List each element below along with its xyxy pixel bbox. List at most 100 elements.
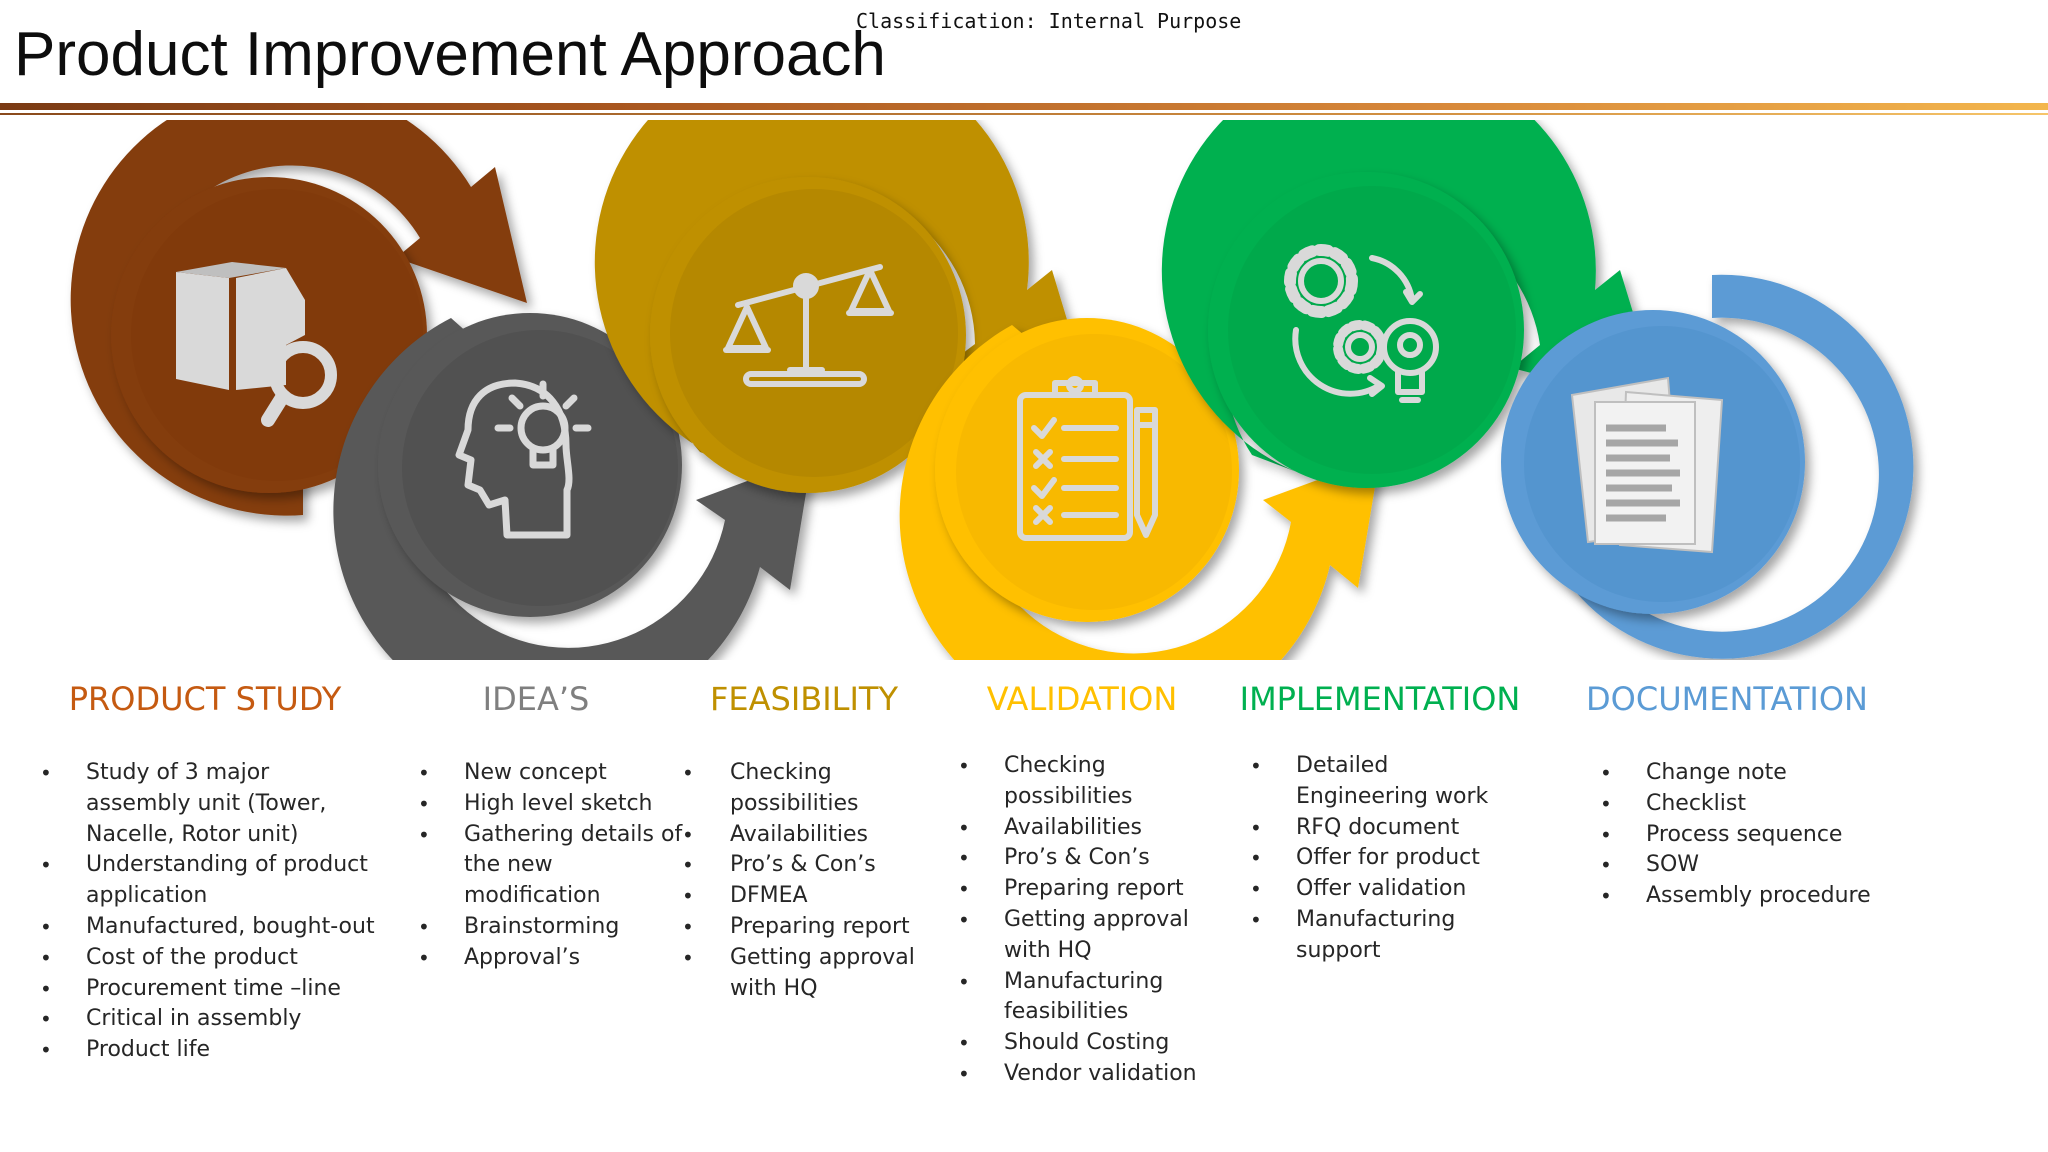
- list-item: •DFMEA: [682, 881, 960, 912]
- list-item-text: Pro’s & Con’s: [730, 852, 876, 878]
- page-title: Product Improvement Approach: [14, 20, 886, 89]
- list-item-text: Checking possibilities: [1004, 753, 1133, 809]
- list-item: • Pro’s & Con’s: [682, 850, 960, 881]
- list-item-text: Getting approval with HQ: [1004, 906, 1189, 963]
- bullet-icon: •: [40, 914, 52, 939]
- list-item: •Pro’s & Con’s: [958, 843, 1230, 874]
- list-item: • Checklist: [1600, 789, 1886, 820]
- process-flow-diagram: [70, 120, 1914, 660]
- bullet-icon: •: [40, 761, 52, 785]
- list-item-text: Understanding of product application: [86, 852, 368, 909]
- list-item-text: Manufacturing feasibilities: [1004, 968, 1164, 1025]
- stage-implementation-graphic: [1161, 120, 1662, 488]
- bullet-icon: •: [418, 914, 430, 939]
- list-item-text: Should Costing: [1004, 1030, 1170, 1056]
- list-item: •Checking possibilities: [682, 758, 960, 820]
- bullet-icon: •: [1250, 754, 1262, 778]
- gears-lightbulb-icon: [1284, 244, 1439, 403]
- list-item-text: Offer for product: [1296, 845, 1480, 871]
- list-item: • Approval’s: [418, 943, 684, 974]
- stage-title-validation: VALIDATION: [986, 680, 1178, 718]
- bullet-icon: •: [958, 846, 970, 871]
- list-item-text: Gathering details of the new modificatio…: [464, 821, 683, 909]
- bullet-icon: •: [1600, 791, 1612, 816]
- list-item-text: Detailed Engineering work: [1296, 753, 1489, 809]
- stage-product-study-graphic: [70, 120, 527, 516]
- bullet-icon: •: [682, 884, 694, 909]
- bullet-icon: •: [40, 976, 52, 1001]
- list-item-text: Assembly procedure: [1646, 883, 1871, 909]
- list-item: • RFQ document: [1250, 813, 1526, 844]
- box-magnifier-icon: [176, 262, 337, 427]
- list-item-text: Procurement time –line: [86, 975, 341, 1001]
- list-item-text: New concept: [464, 760, 607, 785]
- list-item: • Checking possibilities: [958, 751, 1230, 813]
- bullet-icon: •: [40, 945, 52, 970]
- list-item: • Offer validation: [1250, 874, 1526, 905]
- list-item-text: Offer validation: [1296, 876, 1467, 902]
- brown-arrow-arc: [70, 120, 527, 516]
- validation-list: •Checking possibilities•Availabilities•P…: [958, 751, 1230, 1090]
- balance-scale-icon: [723, 264, 894, 387]
- list-item-text: RFQ document: [1296, 814, 1460, 840]
- bullet-icon: •: [958, 969, 970, 994]
- list-item: •Brainstorming: [418, 912, 684, 943]
- list-item: •Change note: [1600, 758, 1886, 789]
- list-item: •Process sequence: [1600, 820, 1886, 851]
- list-item-text: Vendor validation: [1004, 1060, 1197, 1086]
- stage-documentation-graphic: [1501, 274, 1914, 659]
- title-underline: [0, 103, 2048, 116]
- list-item-text: Checklist: [1646, 790, 1746, 816]
- list-item: • Detailed Engineering work: [1250, 751, 1526, 813]
- list-item: • Procurement time –line: [40, 974, 376, 1005]
- list-item-text: Manufactured, bought-out: [86, 913, 375, 939]
- list-item-text: Getting approval with HQ: [730, 944, 915, 1001]
- list-item-text: Product life: [86, 1037, 211, 1063]
- list-item-text: Preparing report: [730, 913, 910, 939]
- bullet-icon: •: [682, 945, 694, 970]
- list-item: •Availabilities: [958, 813, 1230, 844]
- list-item-text: Critical in assembly: [86, 1006, 302, 1032]
- list-item: • Getting approval with HQ: [682, 943, 960, 1005]
- bullet-icon: •: [1600, 884, 1612, 909]
- bullet-icon: •: [682, 761, 694, 785]
- bullet-icon: •: [418, 822, 430, 847]
- list-item: •Offer for product: [1250, 843, 1526, 874]
- documents-icon: [1570, 376, 1724, 554]
- list-item: •Should Costing: [958, 1028, 1230, 1059]
- stage-validation-graphic: [899, 318, 1380, 660]
- bullet-icon: •: [1250, 815, 1262, 840]
- list-item: • Gathering details of the new modificati…: [418, 820, 684, 912]
- bullet-icon: •: [418, 945, 430, 970]
- list-item: • Availabilities: [682, 820, 960, 851]
- stage-feasibility-graphic: [594, 120, 1095, 493]
- bullet-icon: •: [1250, 877, 1262, 902]
- bullet-icon: •: [40, 853, 52, 878]
- bullet-icon: •: [958, 754, 970, 778]
- list-item-text: Preparing report: [1004, 876, 1184, 902]
- list-item-text: Study of 3 major assembly unit (Tower, N…: [86, 760, 327, 847]
- list-item-text: Approval’s: [464, 944, 581, 970]
- stage-title-ideas: IDEA’S: [482, 680, 590, 718]
- stage-ideas-graphic: [333, 313, 812, 660]
- gray-arrow-arc: [333, 318, 812, 660]
- bullet-icon: •: [40, 1038, 52, 1063]
- list-item: •Vendor validation: [958, 1059, 1230, 1090]
- bullet-icon: •: [682, 853, 694, 878]
- documentation-list: •Change note•Checklist•Process sequence•…: [1600, 758, 1886, 912]
- yellow-arrow-arc: [899, 325, 1380, 660]
- list-item-text: Availabilities: [730, 821, 869, 847]
- list-item: •Manufacturing support: [1250, 905, 1526, 967]
- list-item-text: Availabilities: [1004, 814, 1143, 840]
- list-item: •Cost of the product: [40, 943, 376, 974]
- list-item: •SOW: [1600, 850, 1886, 881]
- list-item: • Preparing report: [958, 874, 1230, 905]
- bullet-icon: •: [418, 761, 430, 785]
- list-item-text: Manufacturing support: [1296, 906, 1456, 963]
- bullet-icon: •: [682, 822, 694, 847]
- classification-label: Classification: Internal Purpose: [856, 9, 1242, 33]
- head-lightbulb-icon: [455, 379, 592, 539]
- stage-title-documentation: DOCUMENTATION: [1586, 680, 1868, 718]
- bullet-icon: •: [40, 1007, 52, 1032]
- bullet-icon: •: [958, 877, 970, 902]
